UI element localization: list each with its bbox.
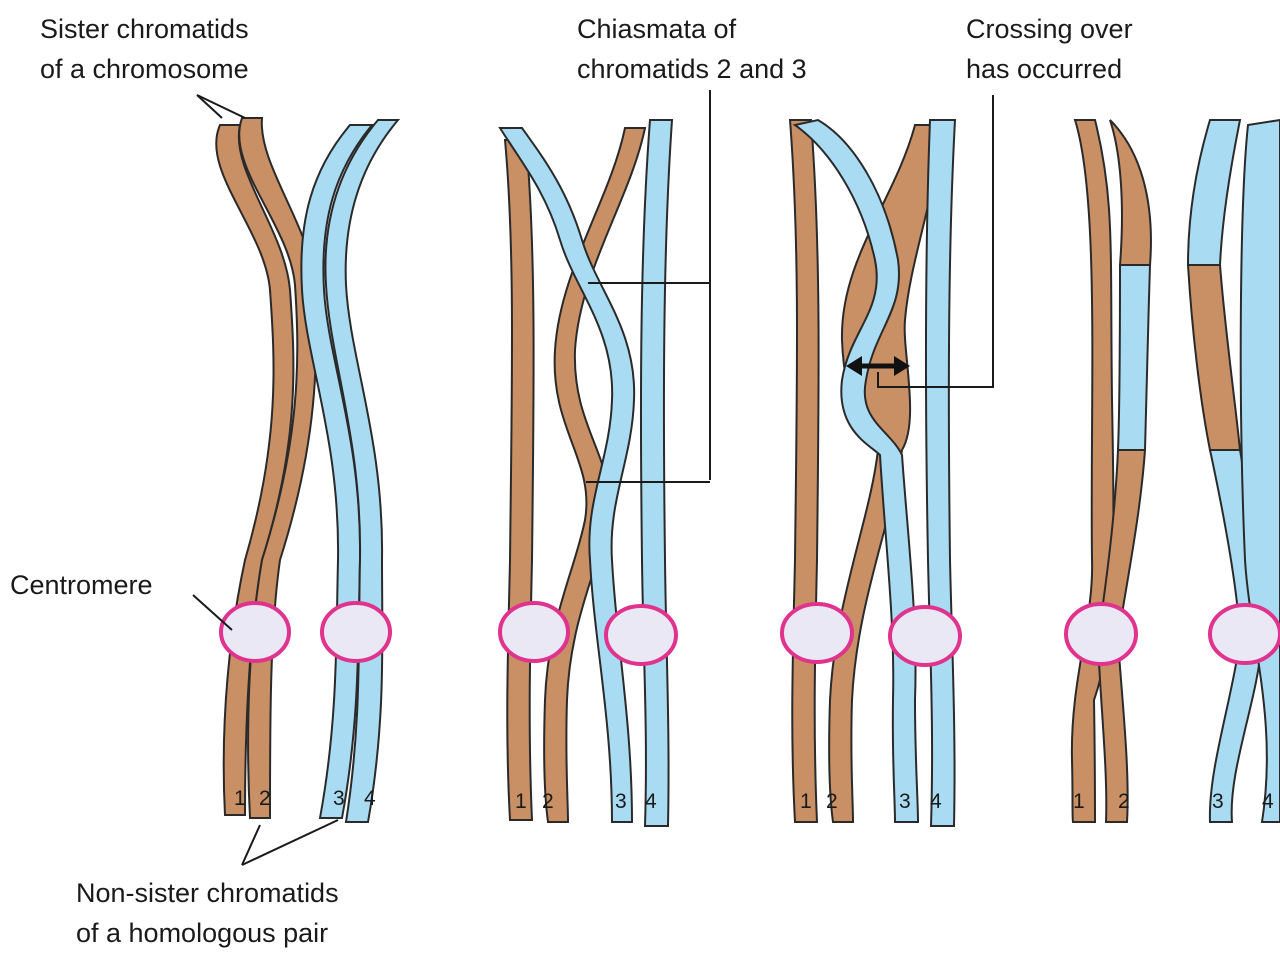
chromatid-4: [641, 120, 672, 826]
chromatid-number-1: 1: [800, 790, 812, 813]
centromere: [890, 607, 960, 665]
centromere: [322, 603, 390, 661]
label-non-sister: Non-sister chromatids: [76, 878, 339, 908]
chromatid-number-2: 2: [259, 787, 271, 810]
chromatid-4: [926, 120, 955, 826]
text-labels: Sister chromatids of a chromosome Chiasm…: [10, 14, 1133, 948]
chromatid-2: [1110, 120, 1151, 265]
label-sister-chromatids: Sister chromatids: [40, 14, 249, 44]
stage-1-homologous-pair: [216, 118, 398, 822]
label-non-sister-2: of a homologous pair: [76, 918, 328, 948]
chromatid-number-labels: 1 2 3 4 1 2 3 4 1 2 3 4 1 2 3 4: [234, 787, 1274, 813]
chromatid-number-4: 4: [930, 790, 942, 813]
chromatid-number-4: 4: [1262, 790, 1274, 813]
chromatid-1: [790, 120, 819, 822]
chromatid-number-3: 3: [615, 790, 627, 813]
chromatid-number-3: 3: [899, 790, 911, 813]
leader-line-nonsister: [242, 825, 260, 865]
label-chiasmata-2: chromatids 2 and 3: [577, 54, 807, 84]
chromatid-number-1: 1: [515, 790, 527, 813]
centromere: [606, 606, 676, 664]
label-crossing-over: Crossing over: [966, 14, 1133, 44]
chromatid-1: [505, 140, 534, 820]
leader-line-sister: [197, 95, 222, 118]
label-crossing-over-2: has occurred: [966, 54, 1122, 84]
centromere: [221, 603, 289, 661]
centromere: [782, 604, 852, 662]
chromatid-number-3: 3: [1212, 790, 1224, 813]
stage-2-chiasmata: [500, 120, 676, 826]
label-sister-chromatids-2: of a chromosome: [40, 54, 249, 84]
label-chiasmata: Chiasmata of: [577, 14, 737, 44]
chromatid-number-1: 1: [1073, 790, 1085, 813]
centromere: [500, 603, 568, 661]
chromatid-3: [1188, 120, 1240, 265]
centromere: [1210, 605, 1280, 663]
chromatid-number-2: 2: [542, 790, 554, 813]
chromatid-number-4: 4: [645, 790, 657, 813]
chromatid-3-crossover-segment: [1188, 265, 1240, 450]
chromatid-number-1: 1: [234, 787, 246, 810]
chromatid-2-crossover-segment: [1118, 265, 1150, 450]
chromatid-number-3: 3: [333, 787, 345, 810]
chromatid-number-4: 4: [364, 787, 376, 810]
leader-line-sister: [197, 95, 245, 118]
leader-line-nonsister: [242, 820, 338, 865]
chromatid-number-2: 2: [1118, 790, 1130, 813]
chromatid-number-2: 2: [826, 790, 838, 813]
stage-3-crossing-over: [782, 120, 960, 826]
centromere: [1066, 604, 1136, 664]
leader-line-centromere: [193, 595, 232, 630]
stage-4-recombinant-chromatids: [1066, 120, 1280, 822]
label-centromere: Centromere: [10, 570, 153, 600]
